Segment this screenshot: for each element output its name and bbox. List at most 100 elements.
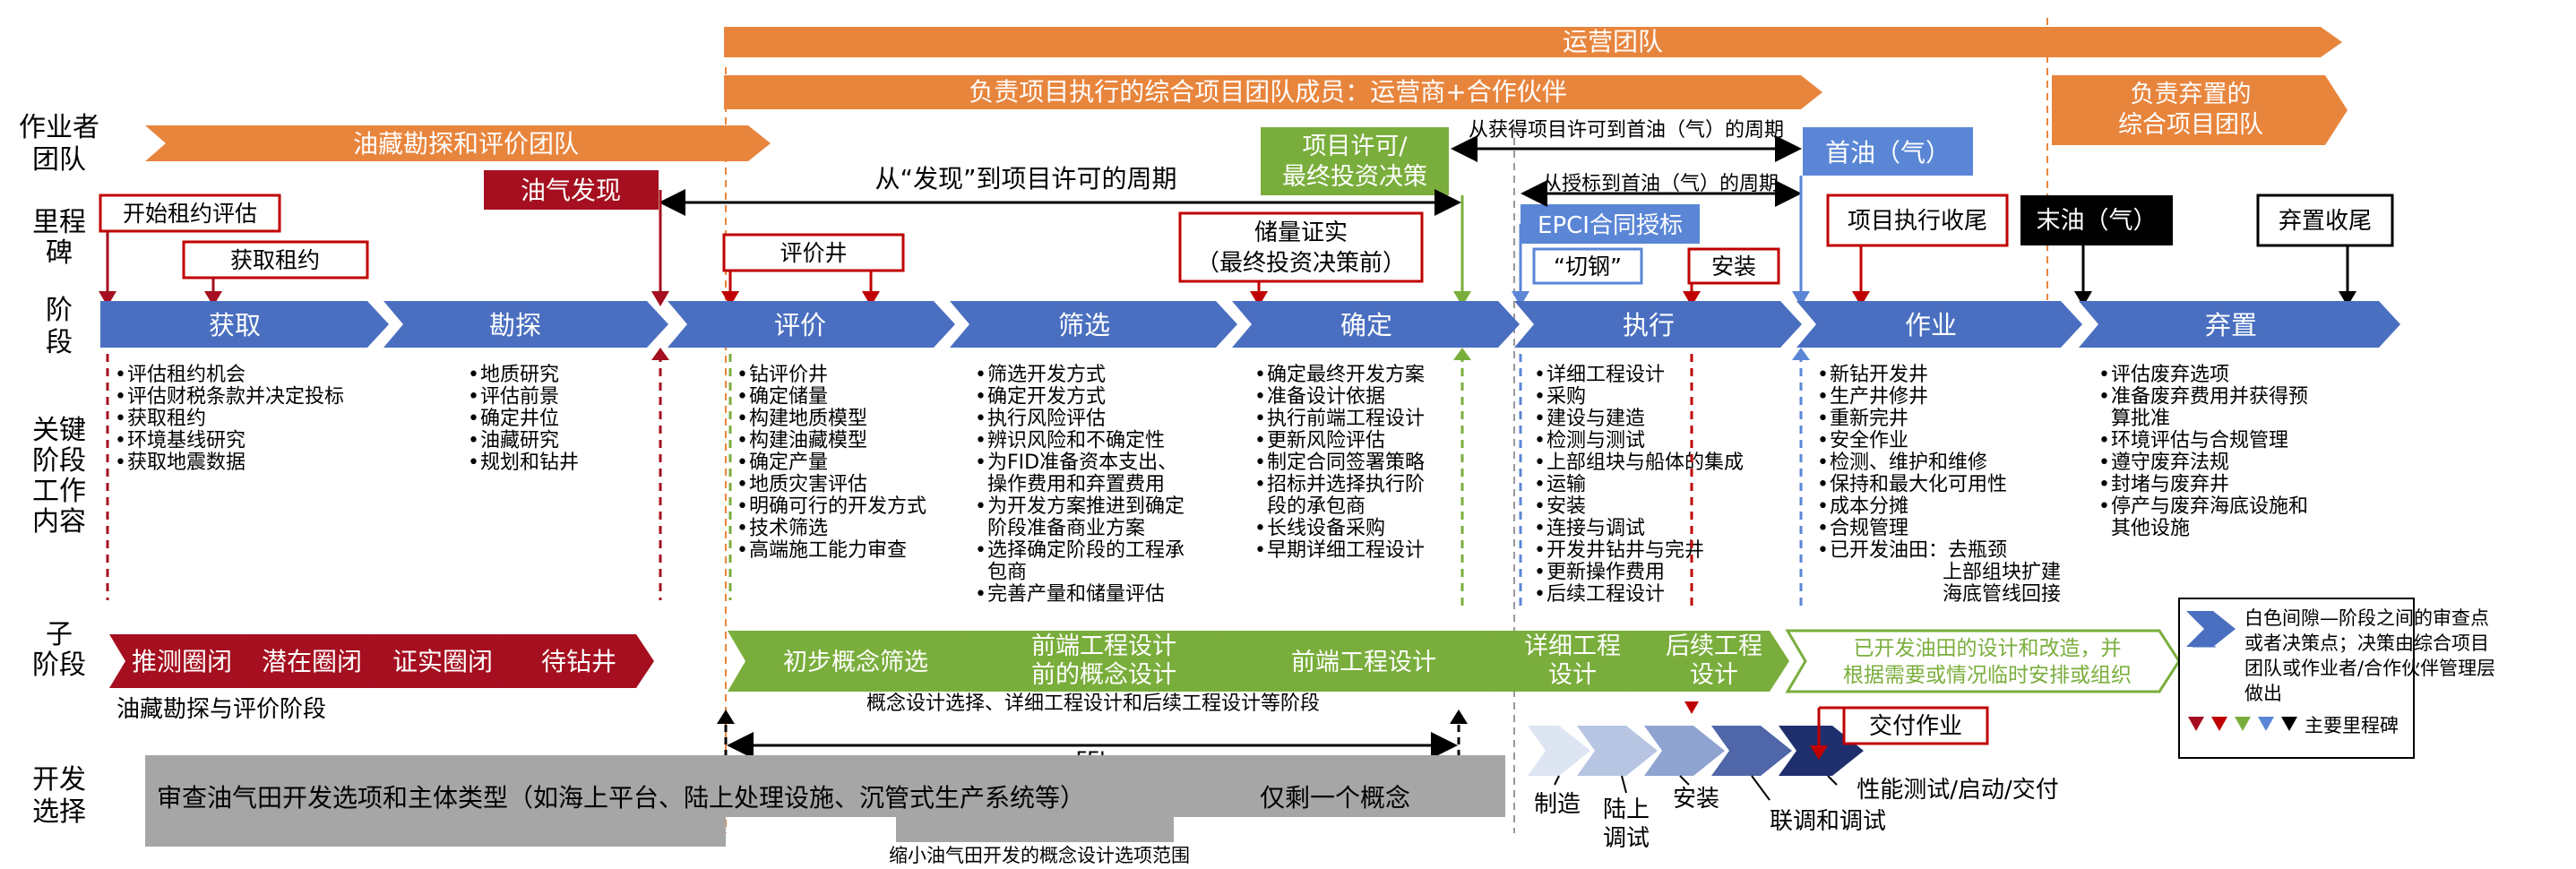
work-item: 选择确定阶段的工程承 bbox=[987, 539, 1185, 562]
work-bullet: • bbox=[975, 583, 986, 606]
appraisal-well-box bbox=[722, 233, 905, 272]
work-bullet: • bbox=[1254, 452, 1266, 474]
work-bullet: • bbox=[115, 452, 126, 474]
milestone-arrows bbox=[99, 176, 2356, 306]
work-bullet: • bbox=[1817, 495, 1829, 518]
dev-review-label: 审查油气田开发选项和主体类型（如海上平台、陆上处理设施、沉管式生产系统等） bbox=[157, 783, 1085, 813]
work-bullet: • bbox=[1817, 518, 1829, 540]
work-item: 后续工程设计 bbox=[1546, 583, 1665, 606]
phase-chevron-3 bbox=[668, 301, 955, 348]
work-item: 油藏研究 bbox=[480, 430, 559, 452]
work-item: 建设与建造 bbox=[1546, 408, 1645, 430]
work-item: 获取地震数据 bbox=[127, 452, 246, 474]
install-box bbox=[1687, 247, 1780, 285]
green-outline-subphase bbox=[1785, 629, 2181, 693]
concept-caption: 概念设计选择、详细工程设计和后续工程设计等阶段 bbox=[866, 693, 1320, 715]
work-bullet: • bbox=[1534, 408, 1546, 430]
label-milestone-2: 碑 bbox=[46, 237, 73, 269]
phase-label: 筛选 bbox=[1058, 310, 1110, 340]
work-bullet: • bbox=[737, 430, 748, 452]
work-item: 技术筛选 bbox=[749, 518, 828, 540]
get-lease-box bbox=[182, 240, 369, 280]
get-lease-label: 获取租约 bbox=[230, 247, 320, 273]
work-item: 算批准 bbox=[2111, 408, 2170, 430]
green-subphase-4 bbox=[1492, 631, 1646, 692]
work-bullet: • bbox=[1534, 386, 1546, 409]
work-bullet: • bbox=[1817, 452, 1829, 474]
label-work-3: 工作 bbox=[32, 476, 86, 507]
work-bullet: • bbox=[1254, 539, 1266, 562]
work-bullet: • bbox=[1817, 386, 1829, 409]
work-bullet: • bbox=[468, 408, 479, 430]
green-subphase-label: 前的概念设计 bbox=[1031, 661, 1176, 689]
label-milestone-1: 里程 bbox=[32, 207, 86, 238]
red-subphase-label: 待钻井 bbox=[541, 647, 616, 676]
abandon-close-label: 弃置收尾 bbox=[2279, 208, 2372, 235]
work-bullet: • bbox=[2098, 474, 2110, 496]
green-subphase-5 bbox=[1626, 631, 1789, 692]
phase-label: 评价 bbox=[774, 310, 826, 340]
work-item: 确定产量 bbox=[749, 452, 828, 474]
integrated-team-label: 负责项目执行的综合项目团队成员：运营商+合作伙伴 bbox=[969, 77, 1566, 107]
work-bullet: • bbox=[115, 430, 126, 452]
work-item: 更新操作费用 bbox=[1546, 562, 1665, 584]
work-item: 钻评价井 bbox=[749, 364, 828, 386]
work-bullet: • bbox=[2098, 386, 2110, 409]
green-subphase-label: 后续工程 bbox=[1666, 632, 1762, 660]
label-team-2: 团队 bbox=[32, 144, 86, 176]
red-subphase-caption: 油藏勘探与评价阶段 bbox=[116, 696, 326, 723]
work-bullet: • bbox=[1817, 539, 1829, 562]
legend-text-1: 白色间隙—阶段之间的审查点 bbox=[2244, 607, 2489, 629]
abandon-team-label-2: 综合项目团队 bbox=[2118, 111, 2263, 139]
work-bullet: • bbox=[975, 452, 986, 474]
legend-chevron-icon bbox=[2186, 611, 2236, 647]
green-subphase-3 bbox=[1219, 631, 1512, 692]
install-label: 安装 bbox=[1711, 254, 1756, 280]
legend-red-triangle-icon bbox=[2211, 717, 2227, 731]
work-item: 招标并选择执行阶 bbox=[1267, 474, 1425, 496]
legend-black-triangle-icon bbox=[2281, 717, 2297, 731]
reserves-label-2: （最终投资决策前） bbox=[1196, 250, 1406, 277]
work-bullet: • bbox=[1254, 430, 1266, 452]
work-bullet: • bbox=[737, 408, 748, 430]
work-item: 早期详细工程设计 bbox=[1267, 539, 1425, 562]
handover-label: 交付作业 bbox=[1869, 713, 1962, 740]
work-bullet: • bbox=[1534, 495, 1546, 518]
phase-label: 勘探 bbox=[489, 310, 541, 340]
work-item: 执行前端工程设计 bbox=[1267, 408, 1425, 430]
work-bullet: • bbox=[468, 452, 479, 474]
green-subphase-label: 前端工程设计 bbox=[1031, 632, 1176, 660]
work-item: 获取租约 bbox=[127, 408, 206, 430]
label-devsel-2: 选择 bbox=[32, 796, 86, 828]
explore-team-label: 油藏勘探和评价团队 bbox=[353, 129, 579, 159]
label-subphase-2: 阶段 bbox=[32, 650, 86, 681]
label-phase-2: 段 bbox=[46, 327, 73, 358]
work-item: 执行风险评估 bbox=[987, 408, 1106, 430]
work-item: 地质研究 bbox=[480, 364, 559, 386]
work-item: 辨识风险和不确定性 bbox=[987, 430, 1165, 452]
work-item: 评估前景 bbox=[480, 386, 559, 409]
phase-label: 执行 bbox=[1623, 310, 1675, 340]
work-item: 开发井钻井与完井 bbox=[1546, 539, 1704, 562]
work-bullet: • bbox=[737, 386, 748, 409]
green-subphase-label: 初步概念筛选 bbox=[783, 649, 928, 676]
work-bullet: • bbox=[1817, 364, 1829, 386]
work-item: 为FID准备资本支出、 bbox=[987, 452, 1177, 474]
work-item: 海底管线回接 bbox=[1943, 583, 2061, 606]
work-bullet: • bbox=[1534, 583, 1546, 606]
phase-label: 弃置 bbox=[2205, 310, 2257, 340]
work-bullet: • bbox=[1534, 452, 1546, 474]
work-item: 新钻开发井 bbox=[1830, 364, 1928, 386]
work-item: 明确可行的开发方式 bbox=[749, 495, 926, 518]
red-subphase-label: 证实圈闭 bbox=[392, 647, 493, 676]
phase-chevron-8 bbox=[2079, 301, 2400, 348]
work-item: 检测、维护和维修 bbox=[1830, 452, 1987, 474]
work-item: 筛选开发方式 bbox=[987, 364, 1106, 386]
work-item: 阶段准备商业方案 bbox=[987, 518, 1145, 540]
work-bullet: • bbox=[1534, 539, 1546, 562]
work-item: 高端施工能力审查 bbox=[749, 539, 907, 562]
step-chevron-1 bbox=[1528, 726, 1590, 776]
first-oil-label: 首油（气） bbox=[1825, 138, 1951, 168]
start-lease-label: 开始租约评估 bbox=[123, 201, 257, 227]
